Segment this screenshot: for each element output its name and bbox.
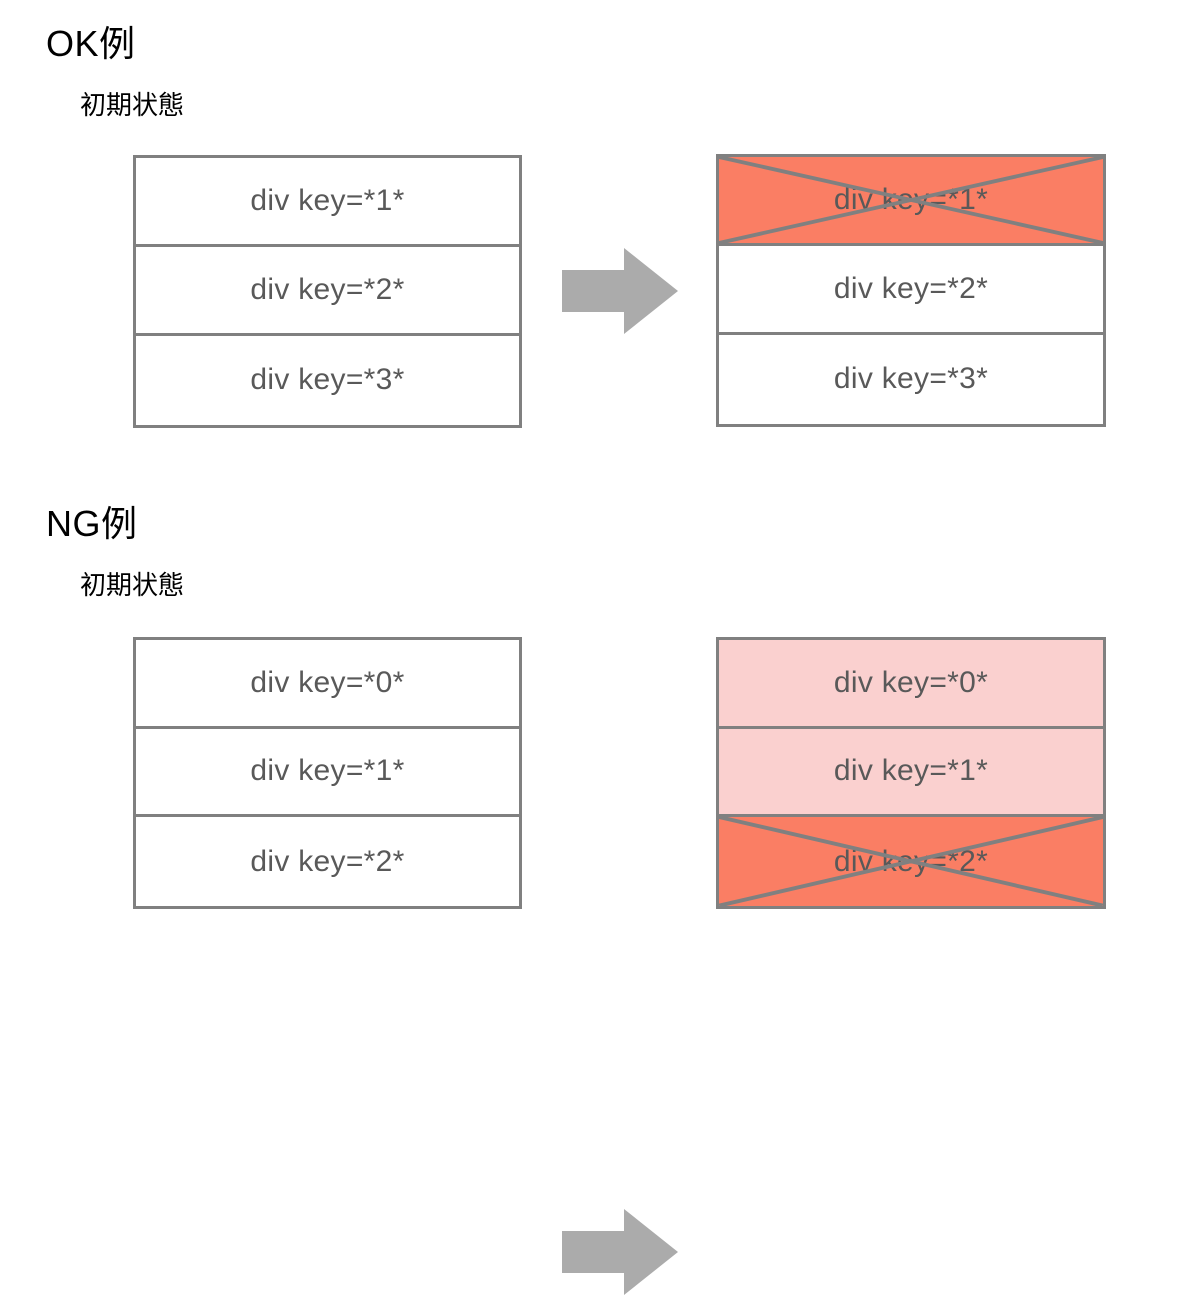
table-row-rerendered: div key=*0* — [719, 640, 1103, 729]
right-arrow-icon — [562, 1209, 678, 1295]
section-subtitle-ok: 初期状態 — [80, 90, 185, 120]
row-label: div key=*3* — [250, 363, 405, 397]
row-label: div key=*3* — [833, 362, 989, 396]
table-row: div key=*3* — [136, 336, 519, 425]
table-row: div key=*1* — [136, 729, 519, 818]
row-label: div key=*1* — [250, 754, 405, 788]
table-row: div key=*3* — [719, 335, 1103, 424]
ng-result-table: div key=*0* div key=*1* div key=*2* — [716, 637, 1106, 909]
row-label: div key=*2* — [250, 844, 405, 878]
table-row: div key=*2* — [719, 246, 1103, 335]
section-title-ng: NG例 — [46, 503, 138, 544]
section-title-ok: OK例 — [46, 23, 136, 64]
ok-initial-table: div key=*1* div key=*2* div key=*3* — [133, 155, 522, 428]
row-label: div key=*2* — [250, 272, 405, 306]
arrow-shape — [562, 248, 678, 334]
row-label: div key=*1* — [250, 183, 405, 217]
table-row: div key=*0* — [136, 640, 519, 729]
table-row-removed: div key=*1* — [719, 157, 1103, 246]
ok-result-table: div key=*1* div key=*2* div key=*3* — [716, 154, 1106, 427]
arrow-shape — [562, 1209, 678, 1295]
table-row: div key=*2* — [136, 817, 519, 906]
table-row: div key=*1* — [136, 158, 519, 247]
row-label: div key=*2* — [833, 271, 989, 305]
table-row-rerendered: div key=*1* — [719, 728, 1103, 818]
right-arrow-icon — [562, 248, 678, 334]
ng-initial-table: div key=*0* div key=*1* div key=*2* — [133, 637, 522, 909]
table-row-removed: div key=*2* — [719, 817, 1103, 906]
table-row: div key=*2* — [136, 247, 519, 336]
row-label: div key=*2* — [833, 844, 989, 878]
row-label: div key=*0* — [833, 665, 989, 699]
row-label: div key=*1* — [833, 754, 989, 788]
row-label: div key=*1* — [833, 182, 989, 216]
section-subtitle-ng: 初期状態 — [80, 570, 185, 600]
row-label: div key=*0* — [250, 665, 405, 699]
